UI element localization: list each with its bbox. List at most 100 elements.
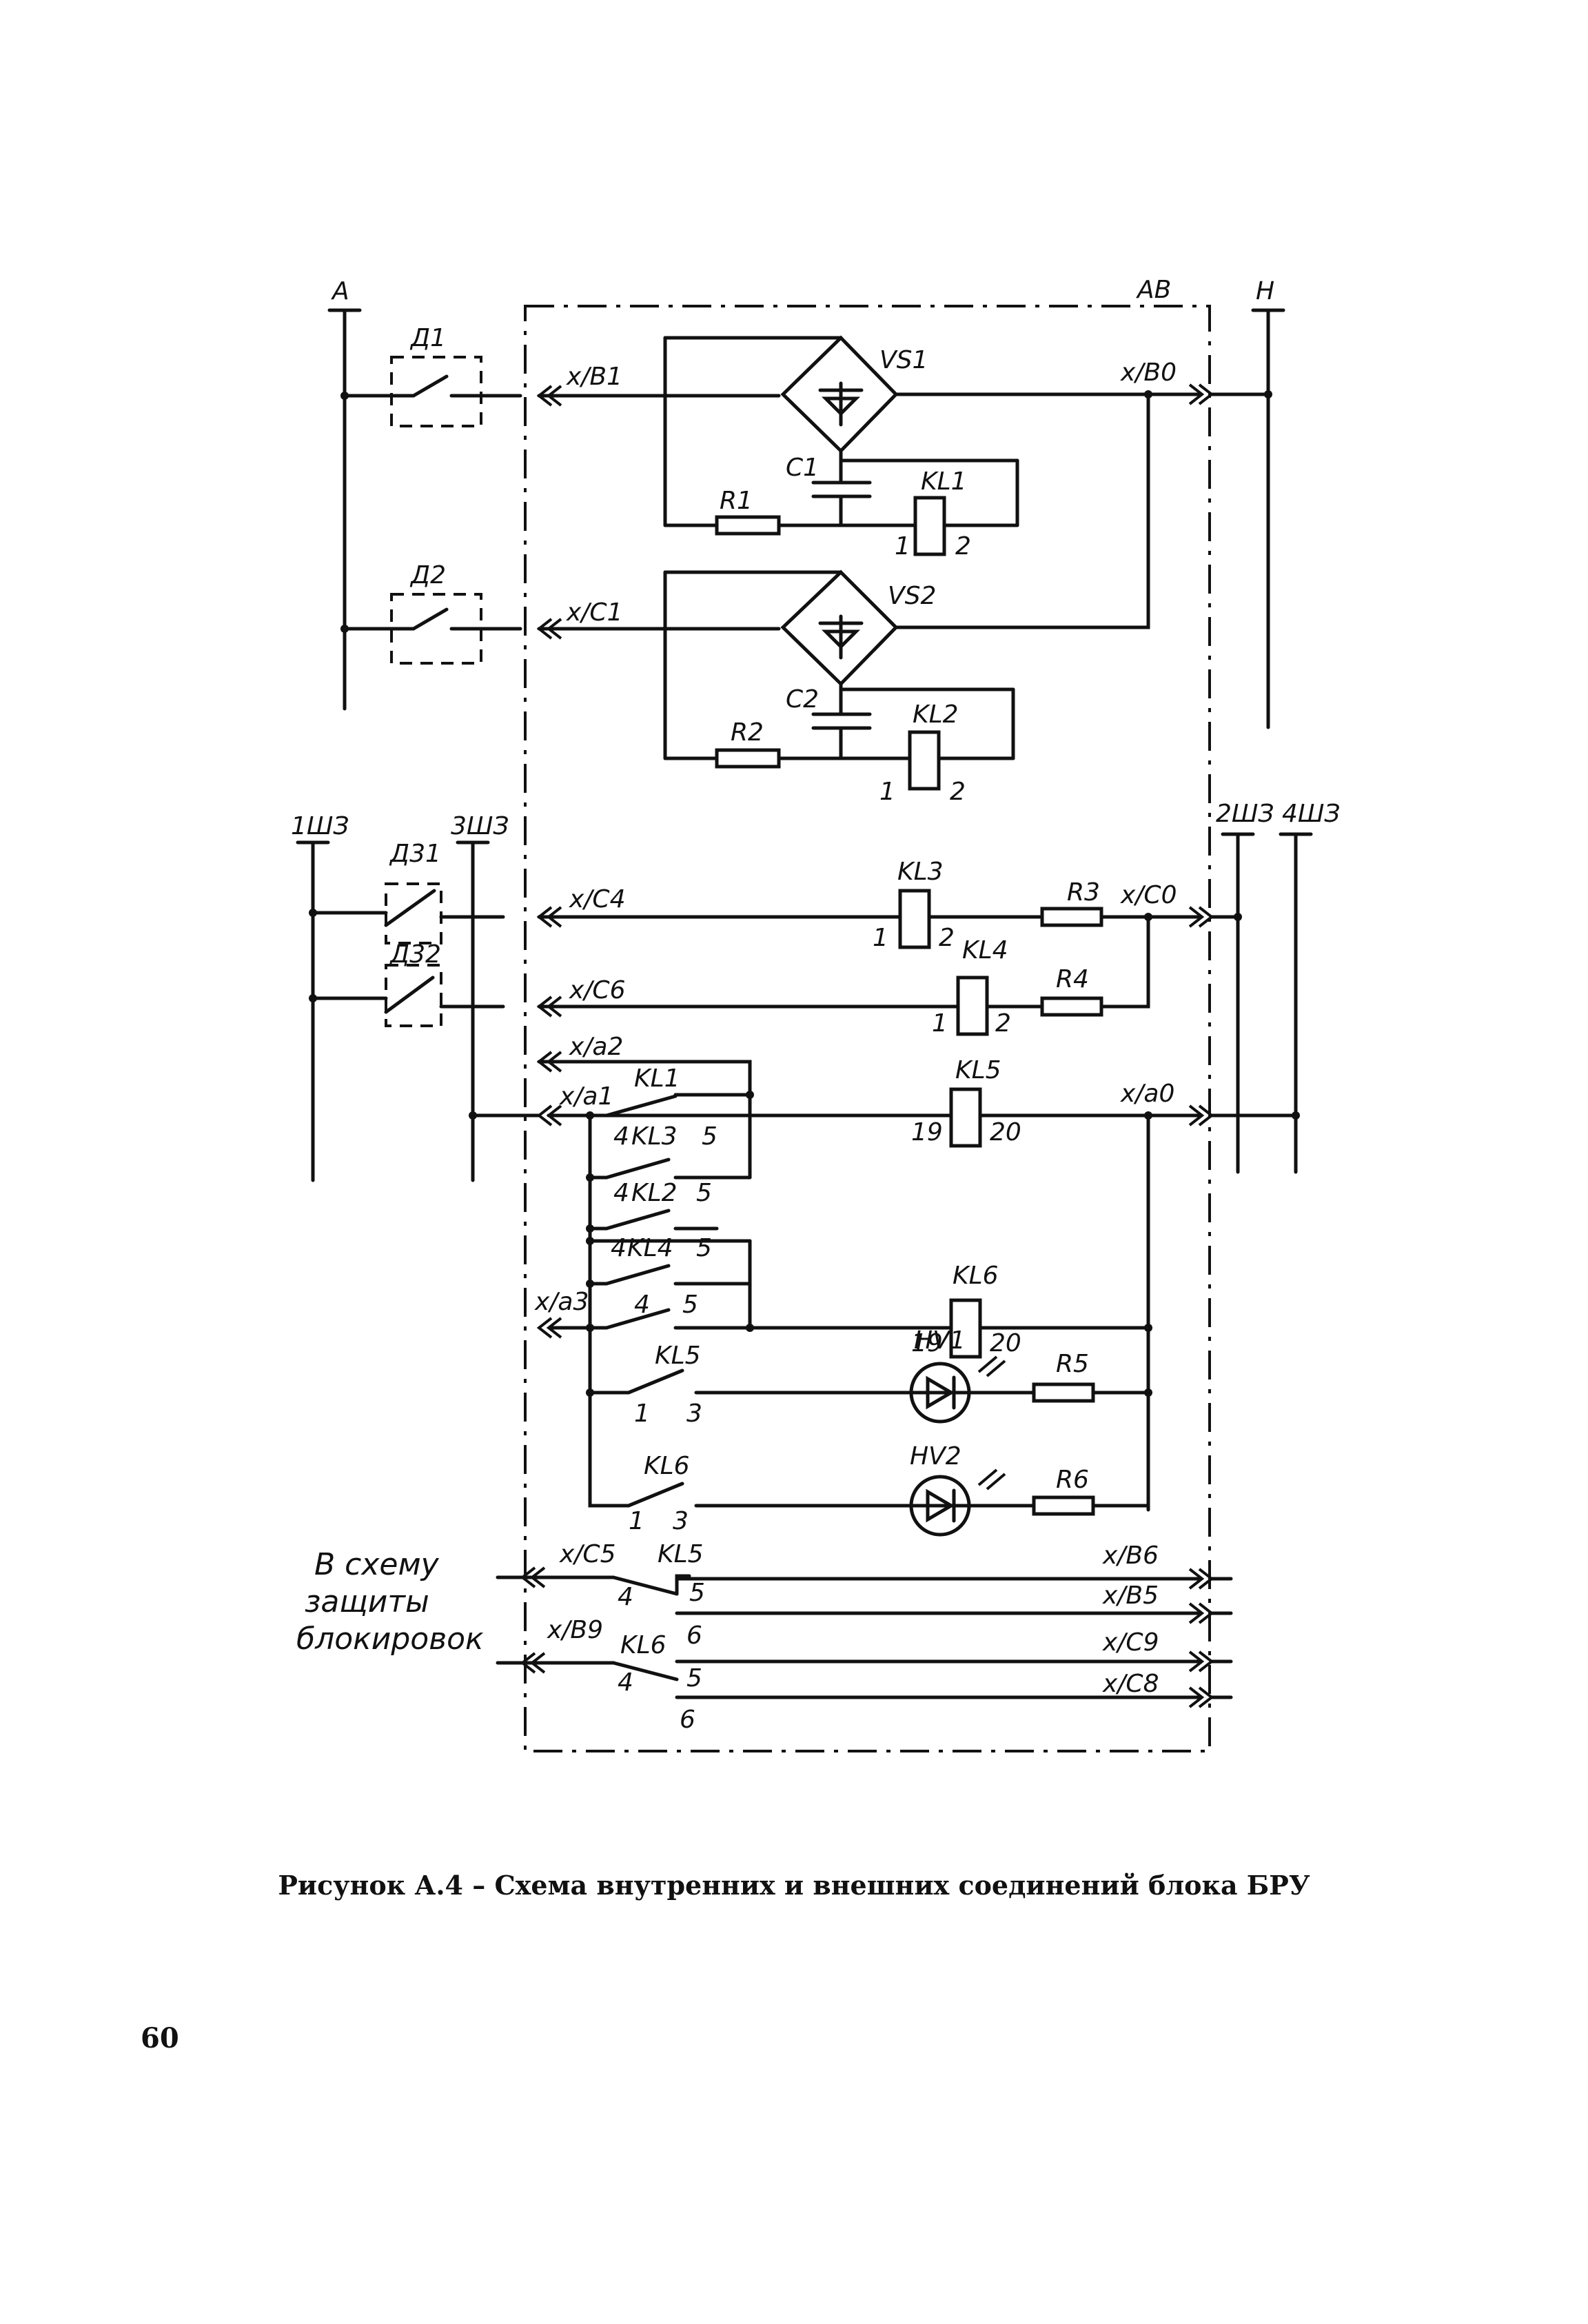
kl5-out-pin4: 4 [618,1583,633,1611]
vs1-label: VS1 [879,346,928,374]
d31-label: Д31 [389,840,441,868]
c2-label: C2 [786,685,819,714]
x-c8-label: x/C8 [1102,1670,1159,1698]
r4-label: R4 [1056,965,1089,993]
x-b9-label: x/B9 [547,1616,603,1644]
bus-3sh3: 3ШЗ [451,812,509,1182]
kl5-contact-pin1: 1 [634,1400,650,1428]
bus-2sh3-label: 2ШЗ [1216,800,1274,828]
kl1-coil [913,496,946,556]
side-note-line1: В схему [314,1547,440,1582]
x-b0-label: x/B0 [1120,358,1177,387]
kl3-coil-label: KL3 [897,858,944,886]
kl6-coil-label: KL6 [953,1262,999,1290]
kl1-contact-label: KL1 [634,1064,680,1093]
kl5-contact-label: KL5 [655,1342,701,1370]
x-a3-label: x/a3 [534,1288,589,1316]
d32-contact: Д32 [309,940,505,1027]
unit-enclosure [524,305,1211,1752]
bus-1sh3-label: 1ШЗ [291,812,349,840]
r5-label: R5 [1056,1350,1089,1378]
kl6-contact-label: KL6 [644,1452,690,1480]
kl1-pin1: 1 [895,532,910,560]
bus-a: А [327,277,362,711]
hv2-row: KL6 1 3 HV2 R6 [588,1391,1150,1537]
kl4-contact-pin5: 5 [696,1234,712,1262]
kl2-contact-label: KL2 [631,1179,678,1207]
r1-resistor [715,515,781,536]
output-kl5: x/C5 KL5 4 5 6 x/B6 x/B5 [496,1540,1233,1650]
x-c9-label: x/C9 [1102,1628,1159,1657]
kl2-contact-pin5: 5 [696,1179,712,1207]
kl6-pin19: 19 [911,1329,943,1357]
kl5-coil-label: KL5 [955,1056,1001,1084]
kl6-contact-pin1: 1 [629,1507,644,1535]
bus-a-label: А [331,277,349,305]
kl3-coil [898,889,931,949]
output-kl6: x/B9 KL6 4 5 6 x/C9 x/C8 [496,1616,1233,1734]
kl4b-pin5: 5 [682,1291,698,1319]
side-note-line2: защиты [305,1584,429,1619]
kl3-row: x/C4 KL3 1 2 R3 x/C0 [536,858,1242,952]
r3-resistor [1040,907,1103,927]
kl4-contact-label: KL4 [627,1234,673,1262]
x-c5-label: x/C5 [559,1540,615,1568]
x-b0-connector: x/B0 [1120,358,1272,405]
hv1-label: HV1 [914,1326,966,1355]
r6-label: R6 [1056,1466,1089,1494]
kl4-pin1: 1 [932,1009,948,1038]
kl5-out-pin5: 5 [689,1579,705,1607]
side-note-line3: блокировок [296,1621,484,1657]
kl4-contact-pin4: 4 [611,1234,627,1262]
kl1-pin2: 2 [955,532,971,560]
kl4-row: x/C6 KL4 1 2 R4 [536,915,1150,1038]
kl3-pin1: 1 [873,924,888,952]
d2-label: Д2 [409,561,446,589]
kl3-pin2: 2 [939,924,955,952]
kl3-contact-pin4: 4 [613,1122,629,1151]
bus-4sh3-label: 4ШЗ [1282,800,1340,828]
d2-contact: Д2 [340,561,522,665]
side-note: В схему защиты блокировок [296,1547,484,1657]
r6-resistor [1032,1495,1095,1516]
kl5-row: 4 KL3 5 4 KL2 5 KL5 19 20 x/a0 [586,1056,1300,1512]
figure-caption: Рисунок А.4 – Схема внутренних и внешних… [278,1870,1310,1901]
kl5-out-pin6: 6 [686,1621,702,1650]
bus-n: Н [1251,277,1285,729]
kl3-contact-label: KL3 [631,1122,678,1151]
x-c1-label: x/C1 [566,598,622,627]
x-a0-label: x/a0 [1120,1080,1174,1108]
kl5-coil [949,1087,982,1148]
bus-n-label: Н [1256,277,1274,305]
r4-resistor [1040,996,1103,1017]
d1-contact: Д1 [340,324,522,427]
x-c4-label: x/C4 [569,885,625,913]
x-a1-label: x/a1 [559,1082,613,1111]
r2-label: R2 [731,718,764,747]
d1-label: Д1 [409,324,446,352]
x-b5-label: x/B5 [1102,1582,1159,1610]
kl2-pin2: 2 [950,778,966,806]
kl6-out-label: KL6 [620,1631,666,1659]
x-c1-connector: x/C1 [536,598,781,640]
kl4-coil-label: KL4 [962,936,1008,964]
x-b1-connector: x/B1 [536,363,781,407]
kl1-top-label: KL1 [921,467,967,496]
vs2-label: VS2 [888,582,936,610]
unit-av-label: АВ [1136,276,1171,304]
kl6-out-pin5: 5 [686,1664,702,1693]
bus-3sh3-label: 3ШЗ [451,812,509,840]
kl5-pin19: 19 [911,1118,943,1146]
c1-label: C1 [786,454,819,482]
x-b1-label: x/B1 [566,363,622,391]
x-b6-label: x/B6 [1102,1542,1159,1570]
x-a2-label: x/a2 [569,1033,623,1061]
kl5-pin20: 20 [990,1118,1021,1146]
vs2-block: VS2 C2 R2 KL2 1 2 [663,390,1152,806]
r1-label: R1 [720,487,753,515]
a2-a1-branch: x/a2 x/a1 KL1 [469,1033,754,1180]
kl2-coil [908,730,941,791]
d32-label: Д32 [389,940,441,969]
r3-label: R3 [1067,878,1100,907]
